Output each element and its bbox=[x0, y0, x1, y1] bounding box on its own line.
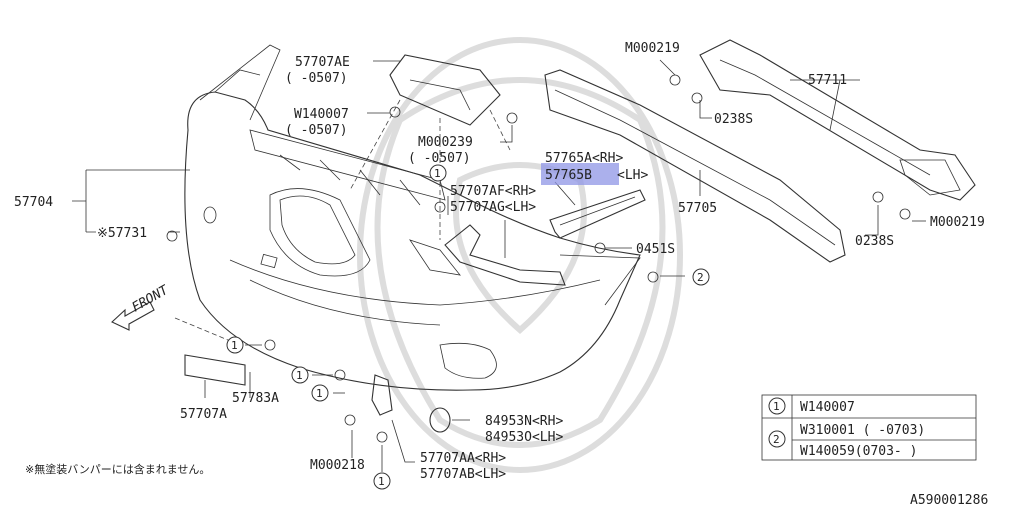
label-57731[interactable]: ※57731 bbox=[97, 226, 147, 241]
highlight-57765B bbox=[541, 163, 619, 185]
label-57707AG[interactable]: 57707AG<LH> bbox=[450, 200, 536, 215]
legend-row2a-text: W310001 ( -0703) bbox=[800, 423, 925, 438]
callout-labels: 57707AE ( -0507) W140007 ( -0507) M00023… bbox=[14, 41, 985, 482]
legend-row1-text: W140007 bbox=[800, 400, 855, 415]
svg-text:1: 1 bbox=[316, 387, 323, 400]
marker-2-a: 2 bbox=[692, 268, 710, 286]
label-57783A[interactable]: 57783A bbox=[232, 391, 279, 406]
label-57704[interactable]: 57704 bbox=[14, 195, 53, 210]
svg-text:2: 2 bbox=[697, 271, 704, 284]
marker-1-c: 1 bbox=[291, 366, 309, 384]
label-M000239-range: ( -0507) bbox=[408, 151, 471, 166]
label-W140007[interactable]: W140007 bbox=[294, 107, 349, 122]
bracket-57765[interactable] bbox=[549, 189, 646, 239]
label-57765B-side: <LH> bbox=[617, 168, 648, 183]
leader-lines bbox=[72, 59, 926, 472]
legend-mark-2: 2 bbox=[773, 433, 780, 446]
label-M000218[interactable]: M000218 bbox=[310, 458, 365, 473]
label-57707AA[interactable]: 57707AA<RH> bbox=[420, 451, 506, 466]
legend-row2b-text: W140059(0703- ) bbox=[800, 444, 917, 459]
fog-cover-84953[interactable] bbox=[429, 407, 451, 433]
label-84953N[interactable]: 84953N<RH> bbox=[485, 414, 563, 429]
label-84953O[interactable]: 84953O<LH> bbox=[485, 430, 563, 445]
upper-beam[interactable] bbox=[249, 129, 446, 206]
bumper-reinforcement-57705[interactable] bbox=[544, 69, 846, 263]
side-bracket-57707AF[interactable] bbox=[444, 224, 566, 286]
label-57707AE[interactable]: 57707AE bbox=[295, 55, 350, 70]
label-M000219-bottom[interactable]: M000219 bbox=[930, 215, 985, 230]
marker-1-e: 1 bbox=[373, 472, 391, 490]
label-M000219-top[interactable]: M000219 bbox=[625, 41, 680, 56]
label-57711[interactable]: 57711 bbox=[808, 73, 847, 88]
svg-text:1: 1 bbox=[296, 369, 303, 382]
label-57707AF[interactable]: 57707AF<RH> bbox=[450, 184, 536, 199]
bracket-57707AA[interactable] bbox=[371, 374, 393, 416]
label-57705[interactable]: 57705 bbox=[678, 201, 717, 216]
circle-markers: 1 2 1 1 1 1 bbox=[226, 164, 710, 490]
front-bumper-face[interactable] bbox=[184, 44, 641, 391]
label-57765B[interactable]: 57765B bbox=[545, 168, 592, 183]
diagram-id: A590001286 bbox=[910, 493, 988, 508]
marker-1-a: 1 bbox=[429, 164, 447, 182]
svg-text:1: 1 bbox=[378, 475, 385, 488]
marker-1-b: 1 bbox=[226, 336, 244, 354]
label-57707AE-range: ( -0507) bbox=[285, 71, 348, 86]
label-57707AB[interactable]: 57707AB<LH> bbox=[420, 467, 506, 482]
marker-1-d: 1 bbox=[311, 384, 329, 402]
label-0238S-top[interactable]: 0238S bbox=[714, 112, 753, 127]
label-0451S[interactable]: 0451S bbox=[636, 242, 675, 257]
label-W140007-range: ( -0507) bbox=[285, 123, 348, 138]
legend-table: 1 W140007 2 W310001 ( -0703) W140059(070… bbox=[761, 394, 977, 461]
label-M000239[interactable]: M000239 bbox=[418, 135, 473, 150]
svg-text:1: 1 bbox=[231, 339, 238, 352]
footnote: ※無塗装バンパーには含まれません。 bbox=[25, 462, 210, 476]
bumper-beam-57711[interactable] bbox=[699, 39, 976, 201]
watermark-emblem bbox=[357, 37, 683, 473]
svg-text:1: 1 bbox=[434, 167, 441, 180]
label-front: FRONT bbox=[130, 282, 172, 315]
label-0238S-bottom[interactable]: 0238S bbox=[855, 234, 894, 249]
screws bbox=[166, 74, 911, 443]
legend-mark-1: 1 bbox=[773, 400, 780, 413]
label-57765A[interactable]: 57765A<RH> bbox=[545, 151, 623, 166]
label-57707A[interactable]: 57707A bbox=[180, 407, 227, 422]
front-arrow bbox=[111, 301, 155, 331]
